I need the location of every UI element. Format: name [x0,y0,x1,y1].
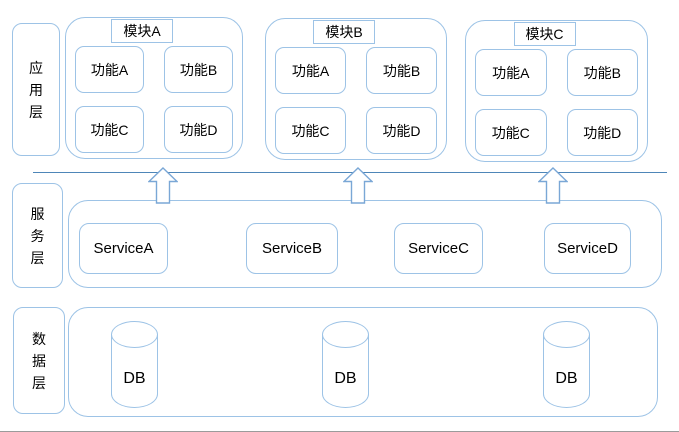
service-c-box: ServiceC [394,223,483,274]
module-a-title: 模块A [111,19,173,43]
module-c-function-c: 功能C [475,109,547,156]
module-b-function-c: 功能C [275,107,346,154]
service-d-box: ServiceD [544,223,631,274]
module-c-container: 模块C 功能A 功能B 功能C 功能D [465,20,648,162]
service-a-box: ServiceA [79,223,168,274]
module-a-function-c: 功能C [75,106,144,153]
module-a-container: 模块A 功能A 功能B 功能C 功能D [65,17,243,159]
up-arrow-icon [148,167,178,204]
up-arrow-icon [343,167,373,204]
layer-separator-line [33,172,667,173]
module-b-title: 模块B [313,20,375,44]
database-1-label: DB [123,369,146,387]
module-c-function-grid: 功能A 功能B 功能C 功能D [475,49,638,156]
database-cylinder-icon: DB [543,321,590,408]
layer-label-service: 服务层 [12,183,63,288]
layer-label-data-text: 数据层 [32,330,46,391]
module-b-function-grid: 功能A 功能B 功能C 功能D [275,47,437,154]
module-c-title: 模块C [513,22,576,46]
up-arrow-icon [538,167,568,204]
module-a-function-grid: 功能A 功能B 功能C 功能D [75,46,233,153]
service-b-box: ServiceB [246,223,338,274]
module-a-function-d: 功能D [164,106,233,153]
module-a-function-a: 功能A [75,46,144,93]
layer-label-application: 应用层 [12,23,60,156]
module-c-function-a: 功能A [475,49,547,96]
layer-label-service-text: 服务层 [30,205,45,266]
database-2-label: DB [334,369,357,387]
database-cylinder-icon: DB [111,321,158,408]
database-3-label: DB [555,369,578,387]
module-c-function-b: 功能B [566,49,638,96]
module-b-container: 模块B 功能A 功能B 功能C 功能D [265,18,447,160]
module-b-function-d: 功能D [366,107,437,154]
module-b-function-a: 功能A [275,47,346,94]
layer-label-data: 数据层 [13,307,65,414]
module-a-function-b: 功能B [164,46,233,93]
module-c-function-d: 功能D [566,109,638,156]
service-layer-container: ServiceA ServiceB ServiceC ServiceD [68,200,662,288]
module-b-function-b: 功能B [366,47,437,94]
database-cylinder-icon: DB [322,321,369,408]
data-layer-container: DB DB DB [68,307,658,417]
layer-label-application-text: 应用层 [29,59,43,120]
